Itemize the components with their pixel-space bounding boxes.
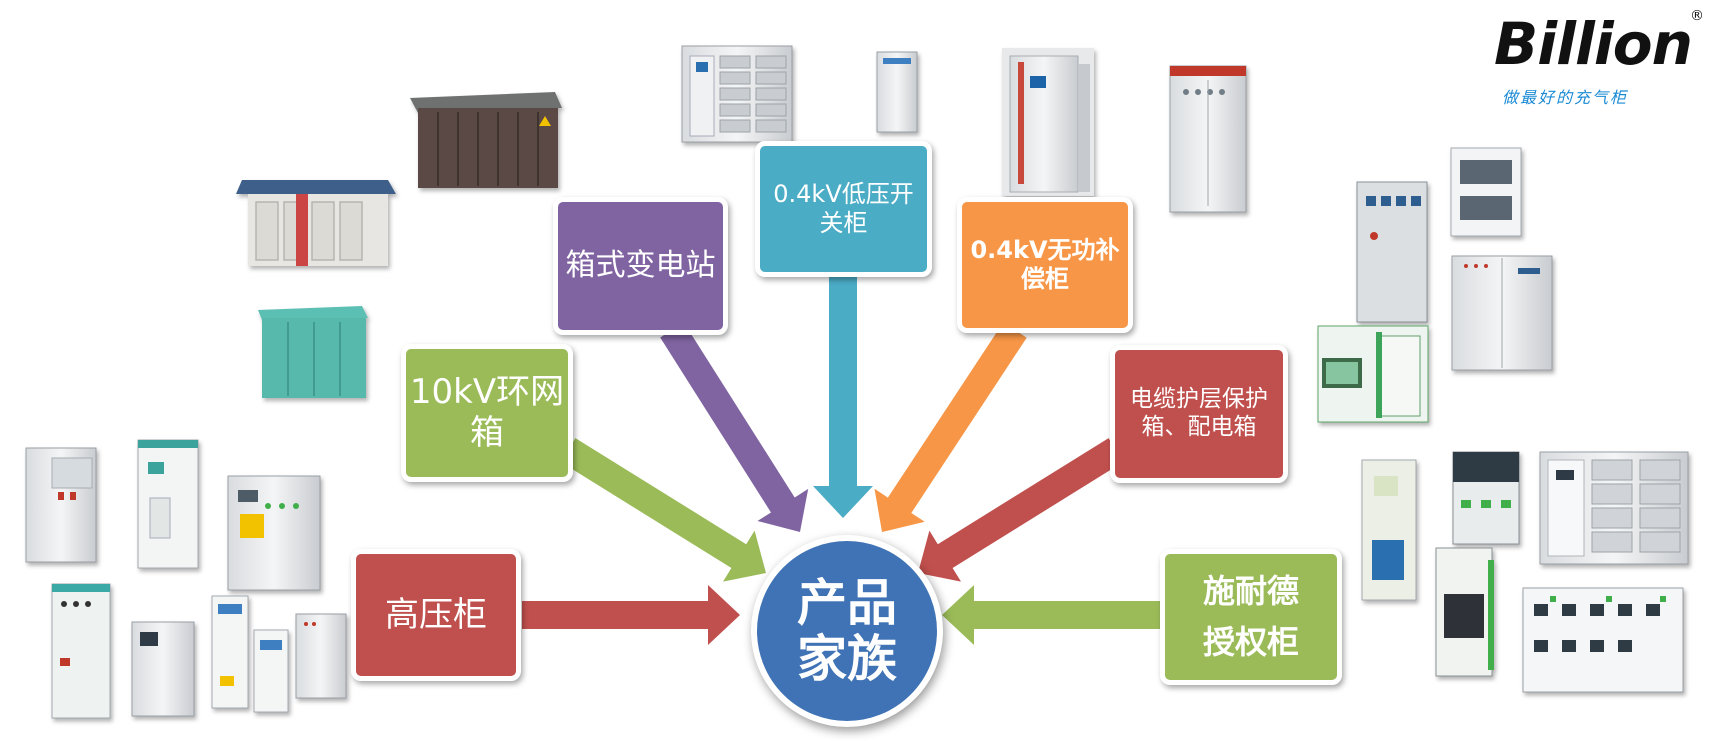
hv-cabinet-6-image xyxy=(211,595,249,709)
hv-cabinet-7-image xyxy=(253,629,289,713)
logo-brand: Billion xyxy=(1494,10,1693,78)
schneider-gis-cabinet-image xyxy=(1435,547,1494,677)
hv-cabinet-2-image xyxy=(137,439,199,569)
distribution-box-image xyxy=(1356,181,1428,323)
low-voltage-cabinet-row-image xyxy=(681,45,793,143)
category-label-line: 箱、配电箱 xyxy=(1141,414,1257,440)
arrow-reactive-compensation xyxy=(874,322,1027,532)
control-cabinet-pair-image xyxy=(1451,255,1553,371)
category-label-line: 箱 xyxy=(470,413,504,453)
category-ring-main[interactable]: 10kV环网箱 xyxy=(401,344,573,482)
logo-slogan: 做最好的充气柜 xyxy=(1502,88,1629,107)
product-family-center: 产品 家族 xyxy=(751,535,943,727)
category-low-voltage[interactable]: 0.4kV低压开关柜 xyxy=(755,141,932,277)
category-label-line: 0.4kV低压开 xyxy=(773,180,914,209)
category-box-substation[interactable]: 箱式变电站 xyxy=(553,197,728,335)
category-label-line: 10kV环网 xyxy=(409,372,565,413)
box-substation-teal-image xyxy=(258,306,368,398)
small-distribution-cabinet-image xyxy=(876,51,918,133)
category-label-line: 电缆护层保护 xyxy=(1130,386,1268,413)
category-high-voltage[interactable]: 高压柜 xyxy=(351,549,521,681)
category-label-line: 关柜 xyxy=(819,209,868,237)
arrow-low-voltage xyxy=(813,276,873,518)
category-label-line: 授权柜 xyxy=(1202,623,1299,661)
arrow-schneider xyxy=(942,585,1160,645)
green-control-cabinet-image xyxy=(1317,325,1429,423)
hv-cabinet-8-image xyxy=(295,613,347,699)
schneider-modular-panel-image xyxy=(1522,587,1684,693)
hv-cabinet-1-image xyxy=(25,447,97,563)
category-label-line: 偿柜 xyxy=(1021,265,1069,293)
arrows-layer xyxy=(522,276,1160,645)
category-schneider[interactable]: 施耐德授权柜 xyxy=(1160,549,1342,685)
arrow-high-voltage xyxy=(522,585,740,645)
category-label-line: 施耐德 xyxy=(1202,571,1299,610)
hv-cabinet-3-image xyxy=(227,475,321,591)
reactive-compensation-cabinet-image xyxy=(1002,48,1094,196)
category-label-line: 箱式变电站 xyxy=(565,248,716,283)
hv-cabinet-4-image xyxy=(51,583,111,719)
arrow-box-substation xyxy=(660,322,809,532)
hv-cabinet-5-image xyxy=(131,621,195,717)
tall-cabinet-right-image xyxy=(1169,65,1247,213)
center-line-2: 家族 xyxy=(797,630,897,688)
billion-logo: Billion ® 做最好的充气柜 xyxy=(1494,6,1704,107)
box-substation-white-image xyxy=(236,180,396,266)
schneider-cabinet-dark-image xyxy=(1452,451,1520,545)
category-cable-protection[interactable]: 电缆护层保护箱、配电箱 xyxy=(1110,345,1288,483)
category-label-line: 高压柜 xyxy=(385,594,487,635)
center-line-1: 产品 xyxy=(797,574,897,632)
schneider-switchboard-image xyxy=(1539,451,1689,565)
logo-registered-mark: ® xyxy=(1690,8,1704,24)
meter-box-image xyxy=(1450,147,1522,237)
arrow-ring-main xyxy=(560,438,766,582)
equipment-illustrations xyxy=(25,45,1689,719)
schneider-cabinet-tall-image xyxy=(1361,459,1417,601)
box-substation-brown-image xyxy=(410,92,562,188)
category-label-line: 0.4kV无功补 xyxy=(970,236,1120,265)
arrow-cable-protection xyxy=(918,438,1124,582)
category-reactive-compensation[interactable]: 0.4kV无功补偿柜 xyxy=(957,197,1133,333)
